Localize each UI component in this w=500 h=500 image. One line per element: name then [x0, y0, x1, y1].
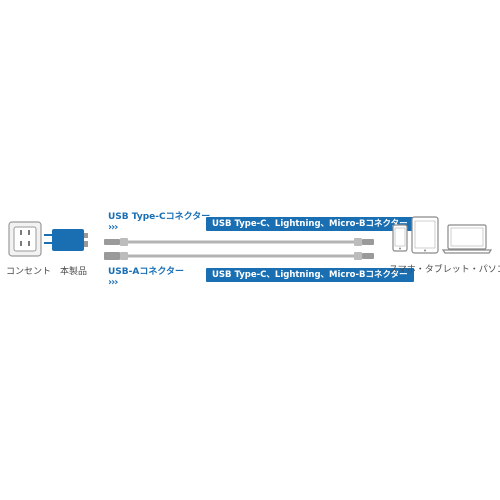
laptop-icon	[442, 224, 492, 254]
charger-label: 本製品	[60, 267, 88, 277]
usb-c-arrows-icon: ›››	[108, 222, 118, 233]
tablet-icon	[411, 216, 439, 254]
smartphone-icon	[392, 224, 408, 252]
devices-label: スマホ・タブレット・パソコン	[389, 265, 500, 275]
charger-icon	[44, 229, 88, 251]
power-outlet-icon	[8, 221, 42, 257]
usb-c-output-callout: USB Type-C、Lightning、Micro-Bコネクター	[206, 217, 414, 231]
usb-a-arrows-icon: ›››	[108, 277, 118, 288]
usb-a-input-label: USB-Aコネクター	[108, 267, 184, 277]
usb-a-output-callout: USB Type-C、Lightning、Micro-Bコネクター	[206, 268, 414, 282]
usb-c-input-label: USB Type-Cコネクター	[108, 212, 211, 222]
usb-c-cable	[104, 238, 374, 246]
usb-a-cable	[104, 252, 374, 260]
outlet-label: コンセント	[6, 267, 52, 277]
